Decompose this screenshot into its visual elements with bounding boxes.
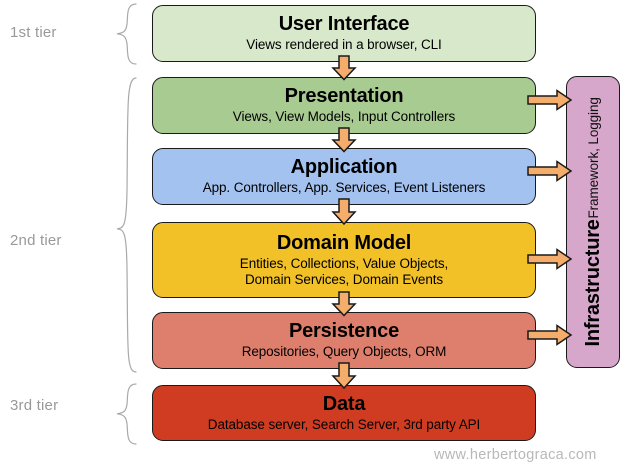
layer-box-persistence[interactable]: Persistence Repositories, Query Objects,…	[152, 312, 536, 369]
tier-label-3: 3rd tier	[10, 397, 59, 414]
layer-title: Data	[322, 392, 366, 415]
layer-box-domain-model[interactable]: Domain Model Entities, Collections, Valu…	[152, 222, 536, 298]
layer-title: Application	[290, 156, 398, 179]
layer-subtitle: Views, View Models, Input Controllers	[232, 109, 456, 125]
layer-subtitle: App. Controllers, App. Services, Event L…	[202, 180, 486, 196]
layer-subtitle: Database server, Search Server, 3rd part…	[207, 416, 481, 432]
down-arrow-persistence-to-data	[331, 362, 357, 390]
side-arrow-domain-to-infrastructure	[527, 248, 573, 270]
side-arrow-presentation-to-infrastructure	[527, 89, 573, 111]
layer-title: User Interface	[278, 13, 410, 36]
watermark: www.herbertograca.com	[434, 447, 597, 463]
infrastructure-subtitle: Framework, Logging	[585, 97, 601, 219]
layer-box-user-interface[interactable]: User Interface Views rendered in a brows…	[152, 5, 536, 62]
down-arrow-ui-to-presentation	[331, 55, 357, 81]
layer-box-data[interactable]: Data Database server, Search Server, 3rd…	[152, 385, 536, 441]
brace-tier-2	[116, 77, 137, 373]
layer-box-application[interactable]: Application App. Controllers, App. Servi…	[152, 148, 536, 205]
layer-subtitle: Repositories, Query Objects, ORM	[241, 344, 447, 360]
infrastructure-title: Infrastructure	[581, 219, 604, 347]
tier-label-1: 1st tier	[10, 24, 57, 41]
tier-label-2: 2nd tier	[10, 232, 62, 249]
layer-subtitle: Views rendered in a browser, CLI	[246, 37, 442, 53]
side-arrow-application-to-infrastructure	[527, 160, 573, 182]
side-arrow-persistence-to-infrastructure	[527, 324, 573, 346]
down-arrow-application-to-domain	[331, 198, 357, 226]
layer-box-presentation[interactable]: Presentation Views, View Models, Input C…	[152, 77, 536, 134]
layer-title: Persistence	[288, 320, 400, 343]
brace-tier-3	[116, 383, 137, 445]
layer-box-infrastructure[interactable]: Infrastructure Framework, Logging	[566, 76, 620, 368]
infrastructure-text-group: Infrastructure Framework, Logging	[582, 97, 605, 347]
down-arrow-domain-to-persistence	[331, 291, 357, 317]
layer-title: Domain Model	[276, 231, 412, 254]
layer-title: Presentation	[284, 85, 404, 108]
brace-tier-1	[116, 3, 137, 65]
down-arrow-presentation-to-application	[331, 127, 357, 153]
layer-subtitle: Entities, Collections, Value Objects, Do…	[239, 255, 449, 287]
